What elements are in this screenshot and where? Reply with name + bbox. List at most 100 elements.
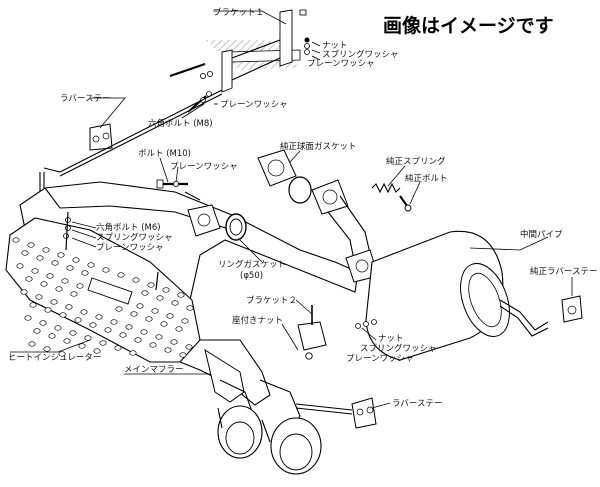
label-oem-sphere-gasket: 純正球面ガスケット [280, 141, 357, 152]
insulator-hole [166, 313, 174, 319]
title-text: 画像はイメージです [383, 14, 554, 37]
label-seated-nut: 座付きナット [232, 315, 283, 326]
insulator-hole [36, 255, 44, 261]
insulator-hole [110, 319, 118, 325]
insulator-hole [140, 329, 148, 335]
insulator-hole [58, 351, 66, 357]
insulator-hole [81, 270, 89, 276]
label-rubber-stay-left: ラバーステー [60, 94, 111, 104]
label-oem-bolt: 純正ボルト [405, 173, 448, 184]
label-ring-gasket-size: (φ50) [240, 271, 263, 281]
insulator-hole [35, 294, 43, 300]
insulator-hole [33, 328, 41, 334]
insulator-hole [59, 312, 67, 318]
insulator-hole [72, 257, 80, 263]
insulator-hole [61, 278, 69, 284]
insulator-hole [156, 295, 164, 301]
oem-spring [371, 182, 412, 212]
insulator-hole [74, 317, 82, 323]
label-oem-spring: 純正スプリング [386, 156, 446, 167]
label-bracket1: ブラケット１ [213, 7, 264, 18]
insulator-hole [57, 252, 65, 258]
insulator-hole [164, 347, 172, 353]
insulator-hole [147, 282, 155, 288]
leader-lines [10, 10, 573, 409]
insulator-hole [12, 237, 20, 243]
label-oem-rubber-stay: 純正ラバーステー [530, 266, 598, 277]
insulator-hole [93, 348, 101, 354]
label-plain-washer-bottom: プレーンワッシャ [346, 354, 414, 364]
label-nut-bottom: ナット [378, 334, 404, 344]
ring-gasket [225, 213, 247, 241]
insulator-hole [89, 322, 97, 328]
sphere-gasket-flange [257, 149, 312, 204]
insulator-hole [31, 268, 39, 274]
label-main-muffler: メインマフラー [124, 365, 184, 375]
m6-hardware [63, 211, 159, 291]
insulator-hole [28, 341, 36, 347]
insulator-hole [84, 335, 92, 341]
label-spring-washer-top: スプリングワッシャ [322, 49, 399, 60]
label-nut-top: ナット [322, 41, 348, 51]
insulator-hole [117, 272, 125, 278]
insulator-hole [16, 263, 24, 269]
oem-rubber-stay [561, 295, 583, 323]
insulator-hole [20, 289, 28, 295]
insulator-hole [134, 337, 142, 343]
insulator-hole [40, 281, 48, 287]
insulator-hole [43, 346, 51, 352]
insulator-hole [175, 326, 183, 332]
insulator-hole [51, 260, 59, 266]
label-ring-gasket: リングガスケット [218, 259, 286, 270]
label-center-pipe: 中間パイプ [520, 229, 563, 240]
insulator-hole [63, 338, 71, 344]
insulator-hole [141, 290, 149, 296]
label-rubber-stay-bottom: ラバーステー [392, 399, 443, 409]
insulator-hole [95, 314, 103, 320]
tailpipes [204, 348, 322, 475]
label-spring-washer-m6: スプリングワッシャ [96, 232, 173, 243]
flange-left [187, 204, 221, 237]
insulator-hole [44, 307, 52, 313]
insulator-hole [29, 302, 37, 308]
insulator-hole [186, 305, 194, 311]
bracket-2 [297, 305, 327, 360]
insulator-hole [21, 250, 29, 256]
bracket-1 [221, 9, 293, 93]
insulator-hole [179, 352, 187, 358]
insulator-hole [80, 309, 88, 315]
insulator-hole [54, 325, 62, 331]
insulator-hole [132, 277, 140, 283]
insulator-hole [24, 315, 32, 321]
insulator-hole [69, 330, 77, 336]
label-heat-insulator: ヒートインシュレーター [8, 353, 101, 363]
label-bolt-m10: ボルト (M10) [138, 149, 191, 159]
top-bolts [169, 63, 213, 113]
insulator-hole [42, 247, 50, 253]
insulator-hole [70, 291, 78, 297]
insulator-hole [145, 316, 153, 322]
insulator-hole [149, 342, 157, 348]
insulator-hole [171, 300, 179, 306]
bottom-washers [355, 319, 377, 329]
insulator-hole [115, 306, 123, 312]
bolt-m10 [156, 179, 188, 189]
insulator-hole [114, 345, 122, 351]
label-plain-washer-m6: プレーンワッシャ [96, 243, 164, 253]
insulator-holes [12, 237, 194, 358]
insulator-hole [102, 267, 110, 273]
insulator-hole [162, 287, 170, 293]
insulator-hole [55, 286, 63, 292]
insulator-hole [125, 324, 133, 330]
insulator-hole [99, 340, 107, 346]
insulator-hole [78, 343, 86, 349]
label-plain-washer-top: プレーンワッシャ [307, 59, 375, 69]
insulator-hole [136, 303, 144, 309]
insulator-hole [66, 265, 74, 271]
insulator-hole [104, 327, 112, 333]
insulator-hole [185, 344, 193, 350]
insulator-hole [119, 332, 127, 338]
insulator-hole [50, 299, 58, 305]
